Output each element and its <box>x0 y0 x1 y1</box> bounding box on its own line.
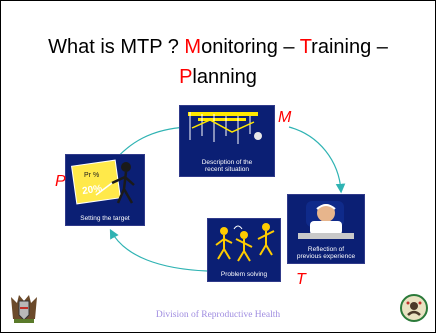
training-letter: T <box>296 271 306 288</box>
title-m-letter: M <box>184 36 202 58</box>
kenya-coat-of-arms-logo <box>11 295 37 323</box>
training-people-icon <box>215 223 275 262</box>
training-caption: Problem solving <box>220 271 268 278</box>
reflection-person-icon <box>298 201 354 239</box>
arrow-training-to-planning <box>109 228 208 272</box>
reflection-card: Reflection of previous experience <box>287 194 365 264</box>
arrow-monitoring-to-reflection <box>288 126 346 194</box>
title-t-letter: T <box>299 36 312 58</box>
division-emblem-logo <box>400 294 428 322</box>
monitoring-caption: Description of the recent situation <box>201 159 253 173</box>
title-p-letter: P <box>179 66 193 88</box>
monitoring-chart-icon <box>188 112 262 144</box>
slide-title-line1: What is MTP ? Monitoring – Training – <box>48 36 388 58</box>
planning-letter: P <box>55 173 66 190</box>
monitoring-card: Description of the recent situation <box>179 105 275 177</box>
svg-text:Pr %: Pr % <box>84 172 99 179</box>
training-card: Problem solving <box>207 218 281 282</box>
monitoring-letter: M <box>278 109 292 126</box>
planning-caption: Setting the target <box>80 215 130 222</box>
reflection-caption: Reflection of previous experience <box>296 246 356 260</box>
slide-title-line2: Planning <box>179 66 257 88</box>
planning-card: Pr % 20% Setting the target <box>65 154 145 226</box>
footer-text: Division of Reproductive Health <box>155 310 281 320</box>
planning-chart-icon: Pr % 20% <box>71 159 135 205</box>
